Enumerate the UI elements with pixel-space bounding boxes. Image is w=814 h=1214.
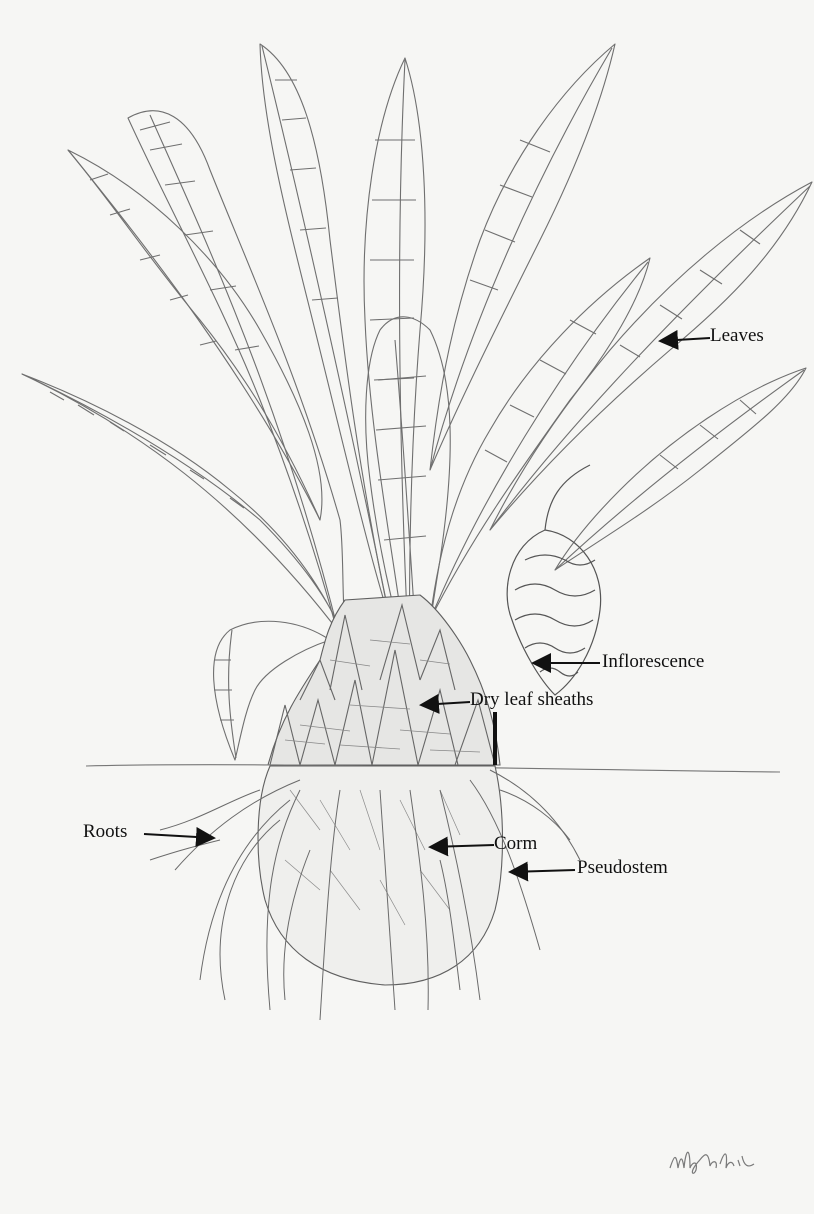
leaf-right-mid bbox=[430, 258, 650, 620]
arrow-pseudostem bbox=[510, 870, 575, 872]
leaf-tall-left bbox=[128, 111, 350, 680]
leaf-right-upper bbox=[430, 44, 615, 470]
pseudostem-drawing bbox=[268, 595, 500, 765]
label-dry-leaf-sheaths: Dry leaf sheaths bbox=[470, 690, 593, 709]
leaf-far-left bbox=[22, 374, 345, 640]
signature-mark bbox=[668, 1138, 758, 1178]
label-leaves: Leaves bbox=[710, 326, 764, 345]
label-roots: Roots bbox=[83, 822, 127, 841]
leaf-left-upper bbox=[68, 150, 322, 520]
label-pseudostem: Pseudostem bbox=[577, 858, 668, 877]
leaf-center-left bbox=[260, 44, 390, 620]
leaf-center bbox=[364, 58, 425, 680]
label-corm: Corm bbox=[494, 834, 537, 853]
inflorescence-drawing bbox=[507, 465, 600, 695]
arrow-leaves bbox=[660, 338, 710, 341]
label-inflorescence: Inflorescence bbox=[602, 652, 704, 671]
leaf-lower-right bbox=[555, 368, 806, 570]
arrow-roots bbox=[144, 834, 214, 838]
leaf-far-right bbox=[490, 182, 812, 530]
